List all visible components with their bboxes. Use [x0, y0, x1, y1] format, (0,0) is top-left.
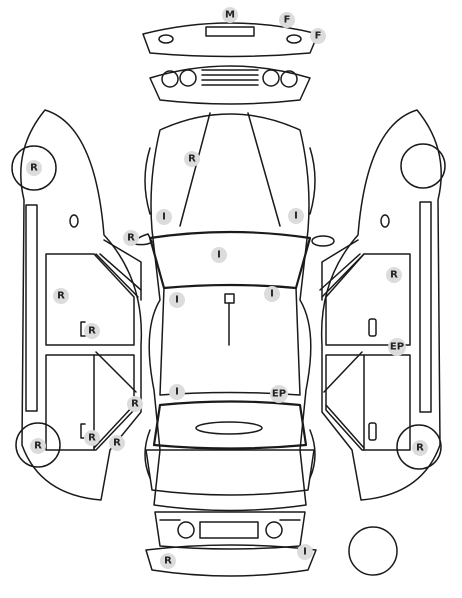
marker-label: I	[162, 212, 166, 223]
marker-dot	[288, 208, 304, 224]
damage-marker-i[interactable]: I	[169, 384, 185, 400]
marker-label: I	[175, 387, 179, 398]
marker-dot	[222, 7, 238, 23]
front-bumper[interactable]	[142, 22, 319, 58]
marker-label: I	[217, 250, 221, 261]
rear-grille[interactable]	[154, 511, 306, 550]
damage-marker-r[interactable]: R	[84, 430, 100, 446]
damage-markers: M F F R R R R R R R R R R R R I I I I I I I EP EP	[26, 7, 428, 569]
damage-marker-f[interactable]: F	[279, 12, 295, 28]
marker-dot	[127, 396, 143, 412]
damage-marker-r[interactable]: R	[109, 435, 125, 451]
marker-dot	[270, 385, 288, 403]
damage-marker-r[interactable]: R	[127, 396, 143, 412]
marker-label: R	[57, 291, 65, 302]
damage-marker-i[interactable]: I	[288, 208, 304, 224]
damage-marker-r[interactable]: R	[412, 440, 428, 456]
damage-marker-i[interactable]: I	[297, 544, 313, 560]
spare-wheel[interactable]	[348, 526, 398, 576]
marker-dot	[160, 553, 176, 569]
damage-marker-r[interactable]: R	[184, 151, 200, 167]
marker-dot	[84, 323, 100, 339]
rear-bumper[interactable]	[145, 544, 317, 577]
marker-dot	[156, 209, 172, 225]
marker-dot	[53, 288, 69, 304]
damage-marker-i[interactable]: I	[264, 286, 280, 302]
marker-dot	[386, 267, 402, 283]
marker-label: R	[416, 443, 424, 454]
marker-dot	[109, 435, 125, 451]
marker-label: I	[270, 289, 274, 300]
marker-dot	[310, 28, 326, 44]
damage-marker-ep[interactable]: EP	[270, 385, 288, 403]
marker-dot	[297, 544, 313, 560]
damage-marker-i[interactable]: I	[156, 209, 172, 225]
marker-label: R	[88, 433, 96, 444]
marker-label: EP	[272, 389, 286, 400]
damage-marker-ep[interactable]: EP	[388, 338, 406, 356]
marker-label: R	[30, 163, 38, 174]
marker-label: R	[164, 556, 172, 567]
marker-label: F	[315, 31, 322, 42]
marker-dot	[412, 440, 428, 456]
marker-label: R	[88, 326, 96, 337]
marker-label: M	[225, 10, 235, 21]
marker-dot	[279, 12, 295, 28]
marker-dot	[169, 384, 185, 400]
marker-label: R	[188, 154, 196, 165]
marker-dot	[169, 292, 185, 308]
marker-label: R	[113, 438, 121, 449]
damage-marker-r[interactable]: R	[160, 553, 176, 569]
damage-marker-f[interactable]: F	[310, 28, 326, 44]
damage-marker-r[interactable]: R	[386, 267, 402, 283]
damage-marker-m[interactable]: M	[222, 7, 238, 23]
car-top-view[interactable]	[133, 112, 335, 512]
marker-label: R	[390, 270, 398, 281]
damage-marker-r[interactable]: R	[123, 230, 139, 246]
marker-dot	[84, 430, 100, 446]
marker-dot	[30, 438, 46, 454]
marker-label: EP	[390, 342, 404, 353]
damage-marker-r[interactable]: R	[30, 438, 46, 454]
damage-marker-i[interactable]: I	[169, 292, 185, 308]
damage-marker-r[interactable]: R	[84, 323, 100, 339]
marker-label: F	[284, 15, 291, 26]
marker-dot	[264, 286, 280, 302]
marker-dot	[388, 338, 406, 356]
marker-label: R	[131, 399, 139, 410]
marker-label: I	[294, 211, 298, 222]
marker-label: R	[127, 233, 135, 244]
marker-dot	[26, 160, 42, 176]
marker-dot	[184, 151, 200, 167]
marker-label: I	[175, 295, 179, 306]
marker-label: R	[34, 441, 42, 452]
marker-dot	[123, 230, 139, 246]
car-right-side[interactable]	[319, 109, 446, 501]
marker-dot	[211, 247, 227, 263]
damage-marker-i[interactable]: I	[211, 247, 227, 263]
damage-marker-r[interactable]: R	[26, 160, 42, 176]
damage-marker-r[interactable]: R	[53, 288, 69, 304]
marker-label: I	[303, 547, 307, 558]
front-grille[interactable]	[149, 65, 311, 105]
